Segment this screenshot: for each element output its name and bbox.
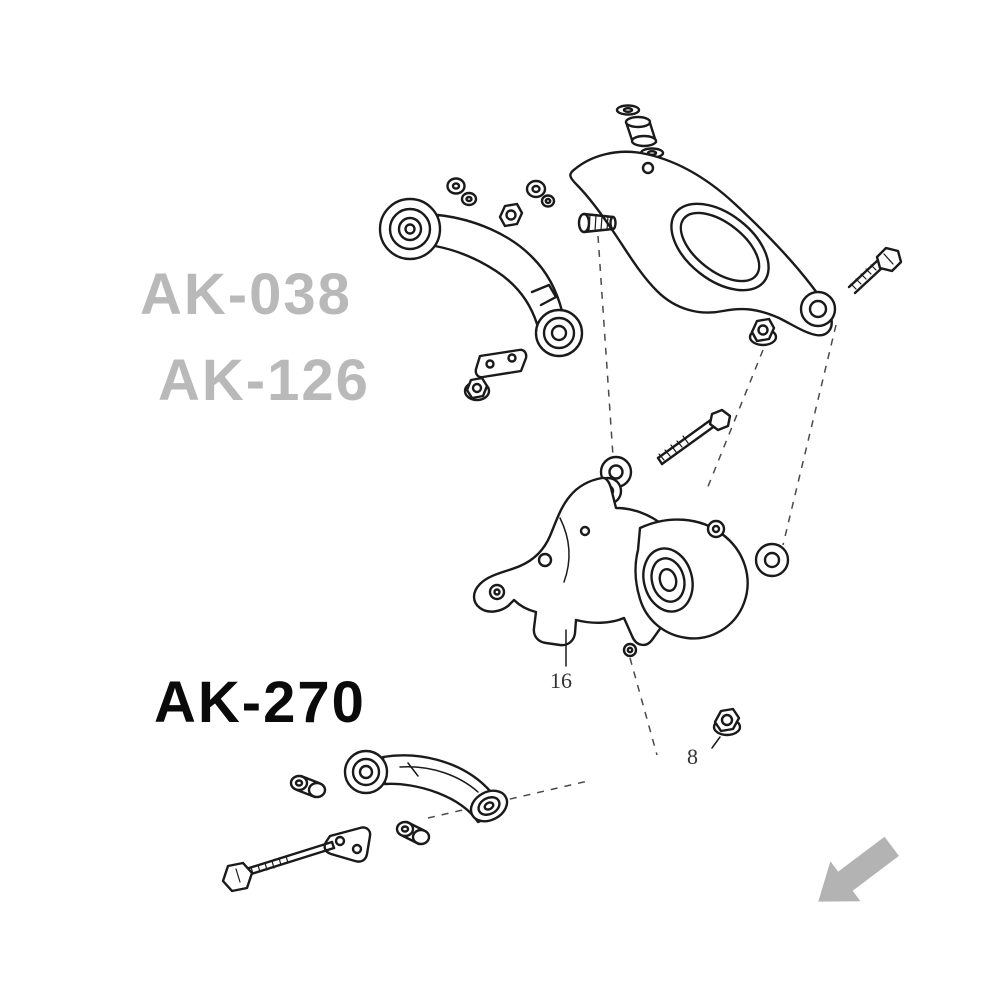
kit-label-ak270: AK-270 xyxy=(154,670,366,735)
assembly-dashed-lines xyxy=(427,235,837,819)
kit-label-ak038: AK-038 xyxy=(140,262,352,327)
part-number-16: 16 xyxy=(550,668,572,693)
kit-label-ak126: AK-126 xyxy=(158,348,370,413)
direction-arrow-icon xyxy=(818,836,899,902)
rear-arm-bushing-stack xyxy=(615,104,665,159)
upper-control-arm xyxy=(378,197,584,402)
upper-arm-washers-and-nut xyxy=(446,177,556,228)
rear-lower-control-arm xyxy=(569,150,837,337)
knuckle-assembly xyxy=(472,476,790,667)
flange-nut-part8 xyxy=(711,707,742,749)
hex-bolt-top-right xyxy=(847,246,903,295)
trailing-arm-ak270 xyxy=(289,749,509,863)
trailing-arm-bolt xyxy=(221,840,336,893)
knuckle-mounting-bolt xyxy=(599,408,732,489)
small-bolt xyxy=(577,212,617,234)
part-number-8: 8 xyxy=(687,744,698,769)
flange-nut-rear-arm xyxy=(748,317,778,347)
